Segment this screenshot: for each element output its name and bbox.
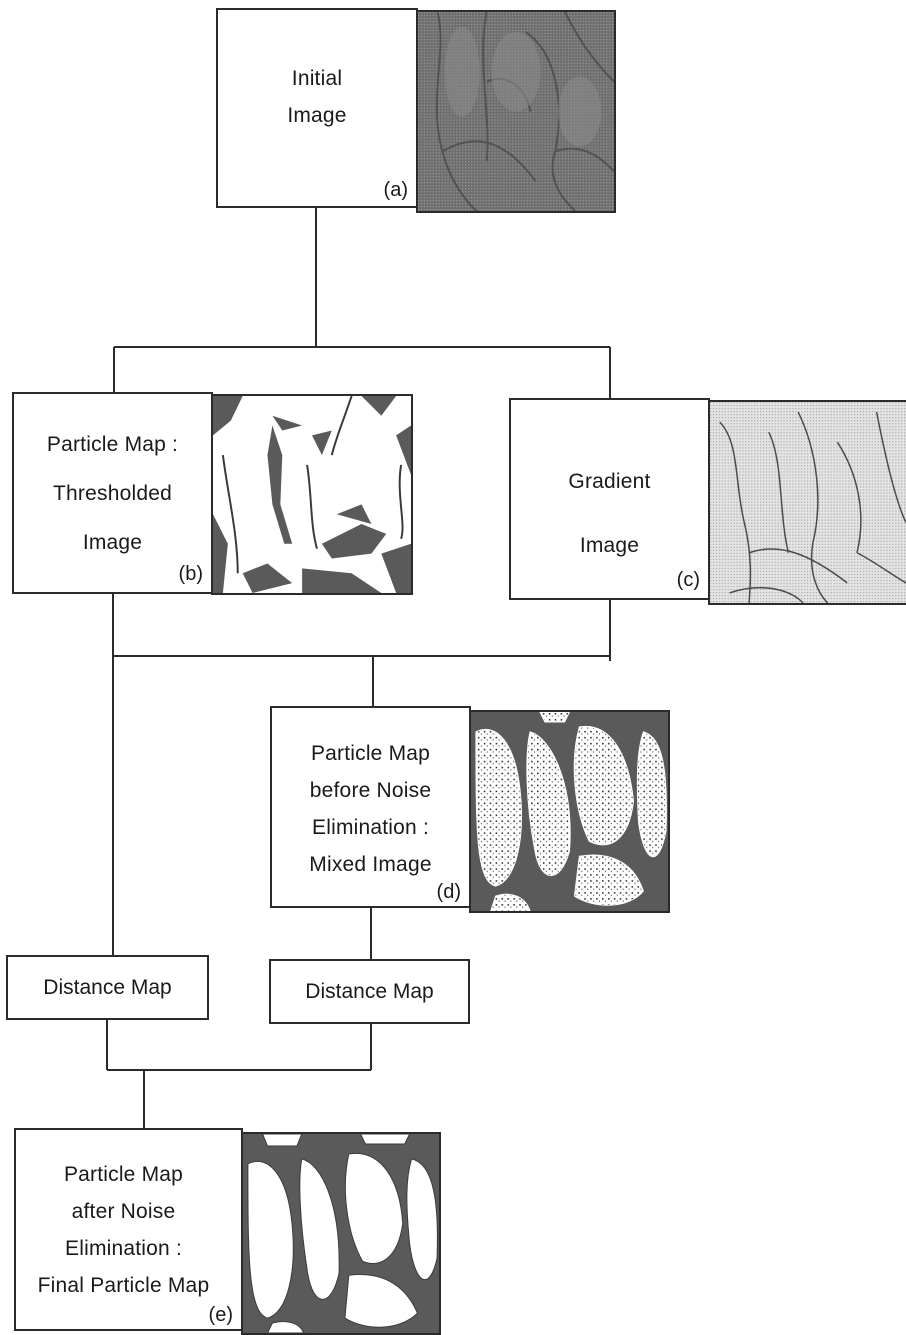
- node-e-label: Particle Map after Noise Elimination : F…: [10, 1156, 237, 1304]
- node-d-line-1: Particle Map: [272, 735, 469, 772]
- thumbnail-gradient-image: [708, 400, 906, 605]
- thumbnail-final-particle-map: [241, 1132, 441, 1335]
- node-thresholded-image: Particle Map : Thresholded Image (b): [12, 392, 213, 594]
- node-a-line-2: Image: [218, 97, 416, 134]
- node-e-line-3: Elimination :: [10, 1230, 237, 1267]
- node-b-line-2: Thresholded: [14, 469, 211, 518]
- node-c-line-1: Gradient: [511, 450, 708, 514]
- distance-map-right-label: Distance Map: [271, 961, 468, 1022]
- node-c-label: Gradient Image: [511, 450, 708, 578]
- node-a-label: Initial Image: [218, 60, 416, 134]
- node-c-tag: (c): [677, 569, 700, 592]
- node-distance-map-left: Distance Map: [6, 955, 209, 1020]
- node-b-line-1: Particle Map :: [14, 420, 211, 469]
- node-d-line-2: before Noise: [272, 772, 469, 809]
- distance-map-left-label: Distance Map: [8, 957, 207, 1018]
- thumbnail-mixed-image: [469, 710, 670, 913]
- node-b-tag: (b): [179, 563, 203, 586]
- node-b-label: Particle Map : Thresholded Image: [14, 420, 211, 567]
- node-gradient-image: Gradient Image (c): [509, 398, 710, 600]
- node-distance-map-right: Distance Map: [269, 959, 470, 1024]
- node-d-line-3: Elimination :: [272, 809, 469, 846]
- node-initial-image: Initial Image (a): [216, 8, 418, 208]
- node-b-line-3: Image: [14, 518, 211, 567]
- node-e-line-1: Particle Map: [10, 1156, 237, 1193]
- node-a-tag: (a): [384, 179, 408, 202]
- node-e-line-4: Final Particle Map: [10, 1267, 237, 1304]
- node-e-line-2: after Noise: [10, 1193, 237, 1230]
- node-e-tag: (e): [209, 1304, 233, 1327]
- thumbnail-initial-image: [416, 10, 616, 213]
- node-d-label: Particle Map before Noise Elimination : …: [272, 735, 469, 883]
- node-final-particle-map: Particle Map after Noise Elimination : F…: [14, 1128, 243, 1331]
- node-a-line-1: Initial: [218, 60, 416, 97]
- thumbnail-thresholded-image: [211, 394, 413, 595]
- node-d-line-4: Mixed Image: [272, 846, 469, 883]
- node-d-tag: (d): [437, 881, 461, 904]
- node-mixed-image: Particle Map before Noise Elimination : …: [270, 706, 471, 908]
